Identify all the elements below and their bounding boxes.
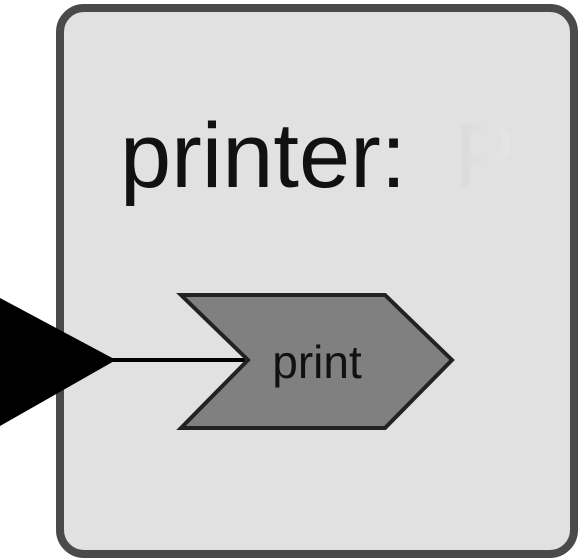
input-triangle-icon[interactable] xyxy=(0,298,116,426)
component-box[interactable] xyxy=(56,4,578,558)
component-title-suffix: P xyxy=(454,105,515,207)
component-title-prefix: printer: xyxy=(120,105,406,207)
print-action-shape[interactable] xyxy=(176,293,455,430)
print-action-label: print xyxy=(272,336,362,388)
component-title-group: printer: P xyxy=(120,105,515,207)
component-title: printer: P xyxy=(120,105,515,207)
